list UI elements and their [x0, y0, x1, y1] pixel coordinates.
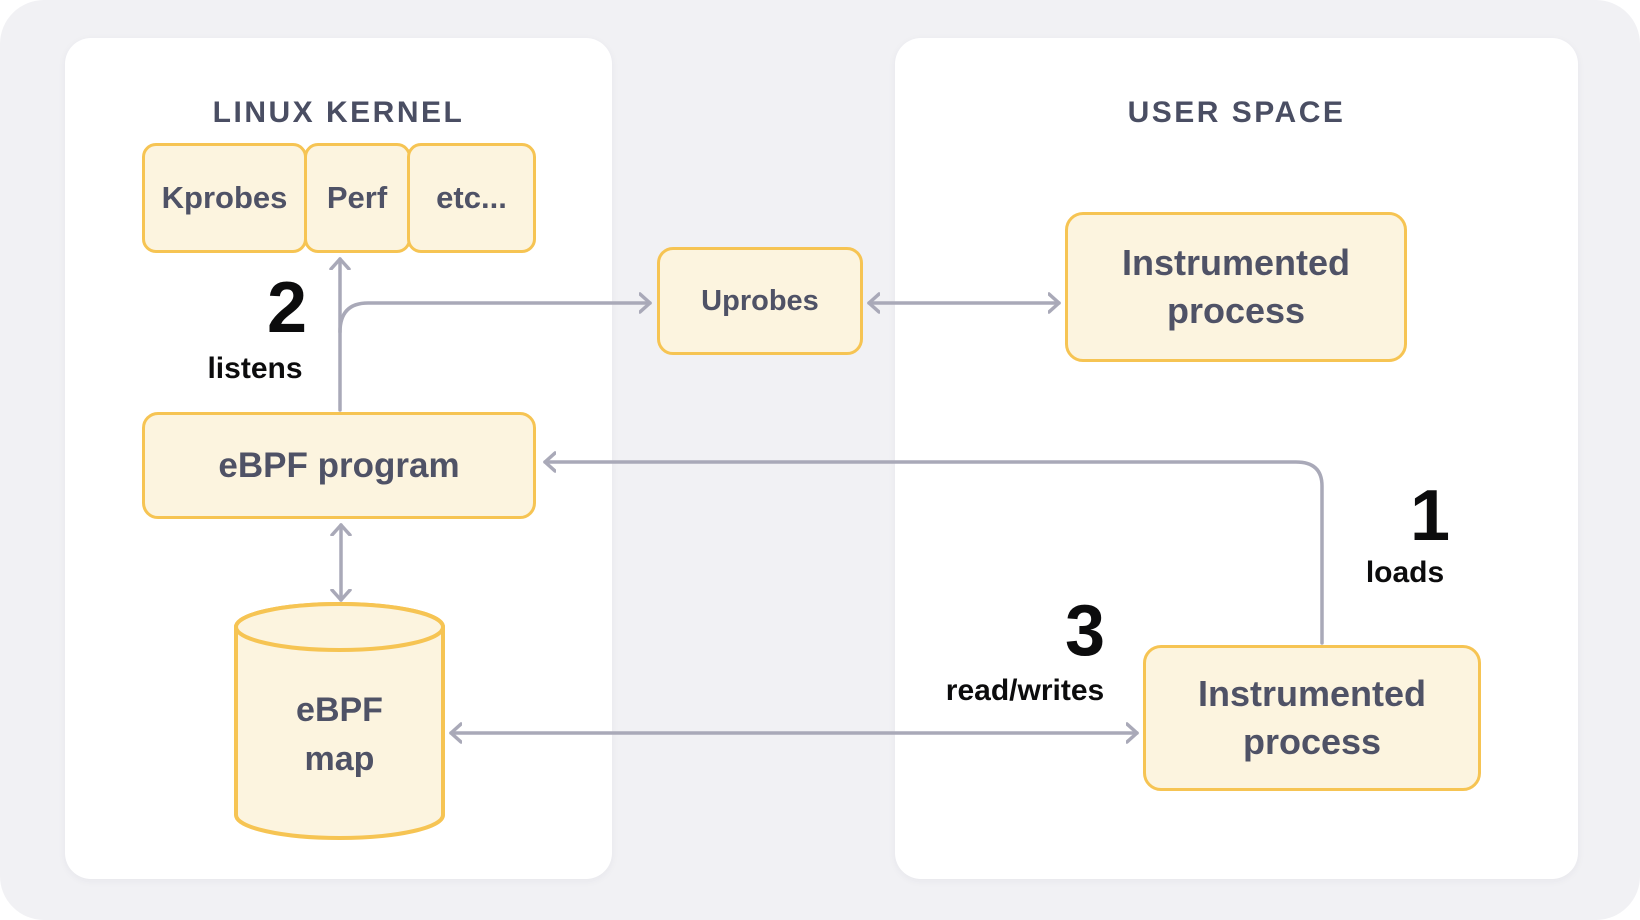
instrumented-process-top-line2: process [1166, 290, 1306, 331]
step-1-number: 1 [1409, 476, 1451, 556]
step-2-number: 2 [266, 268, 308, 348]
instrumented-process-top-line1: Instrumented [1121, 242, 1351, 284]
ebpf-map-label-line1: eBPF [296, 691, 383, 729]
uprobes-label: Uprobes [701, 284, 819, 317]
perf-label: Perf [326, 180, 388, 215]
ebpf-program-node: eBPF program [142, 412, 536, 519]
kprobes-node: Kprobes [142, 143, 307, 253]
step-2-label: listens [207, 352, 303, 385]
linux-kernel-title: LINUX KERNEL [212, 96, 465, 129]
ebpf-program-label: eBPF program [218, 445, 460, 485]
etc-node: etc... [407, 143, 536, 253]
user-space-title: USER SPACE [1127, 96, 1346, 129]
step-3-number: 3 [1064, 591, 1106, 671]
ebpf-map-label-line2: map [304, 740, 375, 779]
kprobes-label: Kprobes [161, 180, 288, 215]
uprobes-node: Uprobes [657, 247, 863, 355]
instrumented-process-bottom-line1: Instrumented [1197, 673, 1427, 715]
instrumented-process-top-node: Instrumented process [1065, 212, 1407, 362]
instrumented-process-bottom-line2: process [1242, 721, 1382, 762]
ebpf-map-label: eBPF map [236, 686, 443, 785]
etc-label: etc... [436, 180, 507, 215]
instrumented-process-bottom-node: Instrumented process [1143, 645, 1481, 791]
step-1-label: loads [1365, 556, 1445, 589]
step-3-label: read/writes [945, 674, 1105, 707]
perf-node: Perf [303, 143, 411, 253]
